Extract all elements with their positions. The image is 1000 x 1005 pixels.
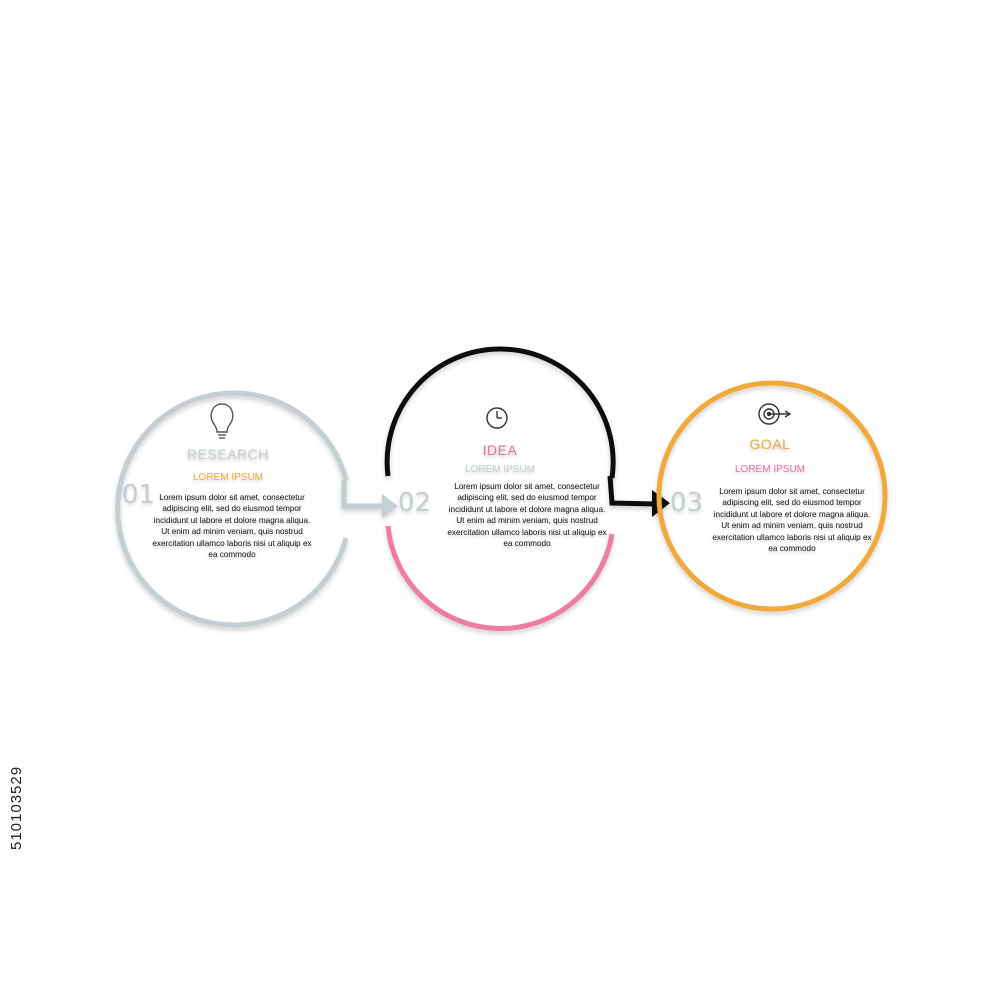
step-1-subtitle: LOREM IPSUM — [192, 472, 263, 483]
step-1-number: 01 — [122, 480, 156, 510]
step-3-ring-circle — [656, 380, 888, 612]
step-2-ring — [384, 346, 616, 632]
step-2-body: Lorem ipsum dolor sit amet, consectetur … — [447, 482, 607, 549]
stock-id-watermark: 510103529 — [8, 765, 25, 850]
step-1-ring-arc — [115, 390, 349, 628]
step-2-number: 02 — [398, 488, 432, 518]
step-2-subtitle: LOREM IPSUM — [464, 464, 535, 475]
step-1-ring — [115, 390, 349, 628]
step-1-title: RESEARCH — [187, 446, 269, 462]
step-1-body: Lorem ipsum dolor sit amet, consectetur … — [152, 493, 312, 560]
step-2-title: IDEA — [482, 442, 518, 458]
arrow-right-icon — [382, 494, 398, 518]
connector-1-2-line — [341, 480, 388, 509]
step-2-ring-top — [384, 346, 616, 479]
lightbulb-icon — [210, 403, 234, 439]
step-3-subtitle: LOREM IPSUM — [734, 464, 805, 475]
step-2-ring-bottom — [385, 525, 615, 632]
connector-2-3-line — [607, 475, 657, 507]
step-3-ring — [656, 380, 888, 612]
connector-1-2 — [341, 480, 398, 518]
clock-icon — [486, 407, 508, 429]
step-3-title: GOAL — [749, 436, 791, 452]
target-icon — [758, 403, 792, 425]
step-3-body: Lorem ipsum dolor sit amet, consectetur … — [712, 487, 872, 554]
step-3-number: 03 — [670, 488, 704, 518]
